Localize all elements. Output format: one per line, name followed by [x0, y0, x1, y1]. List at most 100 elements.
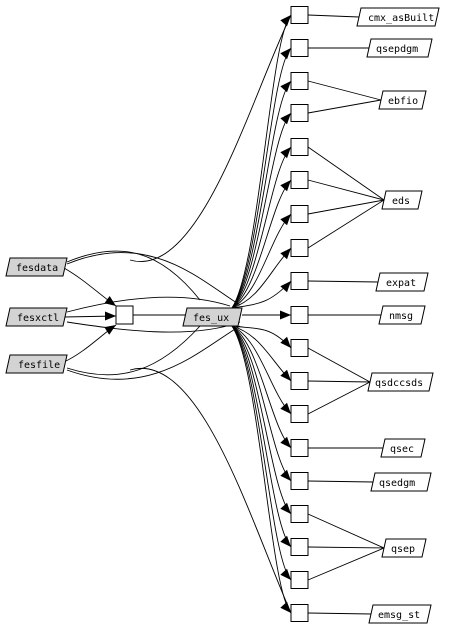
node-qsedgm-shape: [370, 472, 432, 492]
node-ebfio[interactable]: ebfio: [378, 90, 427, 110]
node-cmx-asbuilt-shape: [356, 7, 440, 27]
right-box-2: [290, 39, 309, 57]
edge-box-output-18: [307, 547, 385, 581]
arrow-box-9: [280, 281, 291, 293]
node-qsec[interactable]: qsec: [380, 438, 426, 458]
node-fesxctl-label: fesxctl: [17, 313, 59, 324]
node-fes-ux[interactable]: fes_ux: [182, 307, 243, 327]
edge-box-output-16: [307, 513, 385, 549]
right-box-15: [290, 472, 309, 490]
right-box-11: [290, 339, 309, 357]
edge-fesux-box-15: [231, 325, 292, 482]
edge-box-output-15: [307, 480, 374, 483]
arrow-box-4: [280, 113, 291, 125]
arrow-box-1: [280, 15, 291, 27]
node-fesdata[interactable]: fesdata: [5, 257, 68, 277]
edge-fesdata-bundle-a: [66, 250, 201, 301]
node-eds-label: eds: [392, 196, 410, 207]
node-qsedgm[interactable]: qsedgm: [370, 472, 432, 492]
edge-box-output-7: [307, 199, 385, 215]
edge-fesux-box-19: [231, 325, 292, 614]
node-fesdata-shape: [5, 257, 68, 277]
node-qsdccsds-label: qsdccsds: [375, 378, 423, 389]
edge-fesxctl-bundle-b: [66, 296, 231, 313]
edge-box-output-9: [307, 280, 379, 283]
node-qsep-label: qsep: [391, 544, 415, 555]
edge-box-output-17: [307, 546, 385, 549]
node-qsep[interactable]: qsep: [381, 538, 427, 558]
arrow-box-11: [280, 336, 291, 348]
node-expat-shape: [375, 272, 429, 292]
right-box-13: [290, 405, 309, 423]
edge-box-output-3: [307, 80, 382, 101]
edge-fesux-box-3: [231, 80, 292, 309]
right-box-17: [290, 538, 309, 556]
node-qsepdgm-label: qsepdgm: [376, 44, 418, 55]
node-fesxctl-shape: [5, 307, 68, 327]
arrow-box-13: [280, 402, 291, 414]
arrow-box-19: [280, 601, 291, 613]
node-qsec-shape: [380, 438, 426, 458]
node-nmsg[interactable]: nmsg: [378, 305, 426, 325]
right-box-10: [290, 306, 309, 324]
node-fesfile-shape: [5, 354, 68, 374]
node-cmx-asbuilt-label: cmx_asBuilt: [368, 13, 434, 24]
edge-box-output-8: [307, 199, 385, 249]
node-qsepdgm[interactable]: qsepdgm: [366, 38, 433, 58]
edge-box-output-6: [307, 179, 385, 201]
edge-fesux-box-5: [231, 146, 292, 309]
arrow-box-17: [280, 535, 291, 547]
edge-fesux-box-18: [231, 325, 292, 581]
right-box-3: [290, 72, 309, 90]
arrow-fesfile-junction: [104, 325, 116, 335]
right-box-12: [290, 372, 309, 390]
node-qsdccsds-shape: [367, 372, 434, 392]
node-qsep-shape: [381, 538, 427, 558]
edge-fesux-box-1: [231, 14, 292, 309]
node-fesfile-label: fesfile: [18, 360, 60, 371]
edge-fesfile-bundle-b: [66, 325, 241, 380]
edge-fesux-box-4: [231, 112, 292, 309]
shape-layer: fesdata fesxctl fesfile fes_ux cmx_asBui…: [5, 6, 440, 624]
edge-box-output-11: [307, 347, 371, 383]
right-box-9: [290, 272, 309, 290]
arrow-box-14: [280, 436, 291, 448]
arrow-box-12: [280, 369, 291, 381]
edge-box-output-5: [307, 146, 385, 201]
arrow-fesdata-junction: [104, 295, 116, 306]
node-emsg-st[interactable]: emsg_st: [368, 604, 432, 624]
arrow-box-5: [280, 147, 291, 159]
edge-box-output-4: [307, 99, 382, 114]
right-box-14: [290, 439, 309, 457]
node-expat[interactable]: expat: [375, 272, 429, 292]
node-fes-ux-shape: [182, 307, 243, 327]
node-expat-label: expat: [386, 278, 416, 289]
node-ebfio-label: ebfio: [388, 96, 418, 107]
edge-sweep-top: [129, 14, 292, 262]
edge-fesux-box-17: [231, 325, 292, 548]
node-nmsg-label: nmsg: [389, 311, 413, 322]
arrow-box-8: [280, 248, 291, 260]
right-box-18: [290, 571, 309, 589]
node-fes-ux-label: fes_ux: [193, 313, 229, 324]
edge-sweep-bottom: [129, 367, 292, 614]
node-fesfile[interactable]: fesfile: [5, 354, 68, 374]
edge-fesxctl-bundle-a: [66, 321, 241, 333]
node-qsedgm-label: qsedgm: [379, 478, 415, 489]
node-nmsg-shape: [378, 305, 426, 325]
arrow-box-3: [280, 81, 291, 93]
node-qsepdgm-shape: [366, 38, 433, 58]
node-eds[interactable]: eds: [381, 190, 423, 210]
node-ebfio-shape: [378, 90, 427, 110]
node-qsdccsds[interactable]: qsdccsds: [367, 372, 434, 392]
node-fesxctl[interactable]: fesxctl: [5, 307, 68, 327]
right-box-19: [290, 604, 309, 622]
arrow-box-16: [280, 502, 291, 514]
right-box-8: [290, 239, 309, 257]
edge-fesux-box-2: [231, 47, 292, 309]
node-cmx-asbuilt[interactable]: cmx_asBuilt: [356, 7, 440, 27]
edge-fesux-box-6: [231, 179, 292, 309]
node-qsec-label: qsec: [390, 444, 414, 455]
edge-fesux-box-16: [231, 325, 292, 515]
